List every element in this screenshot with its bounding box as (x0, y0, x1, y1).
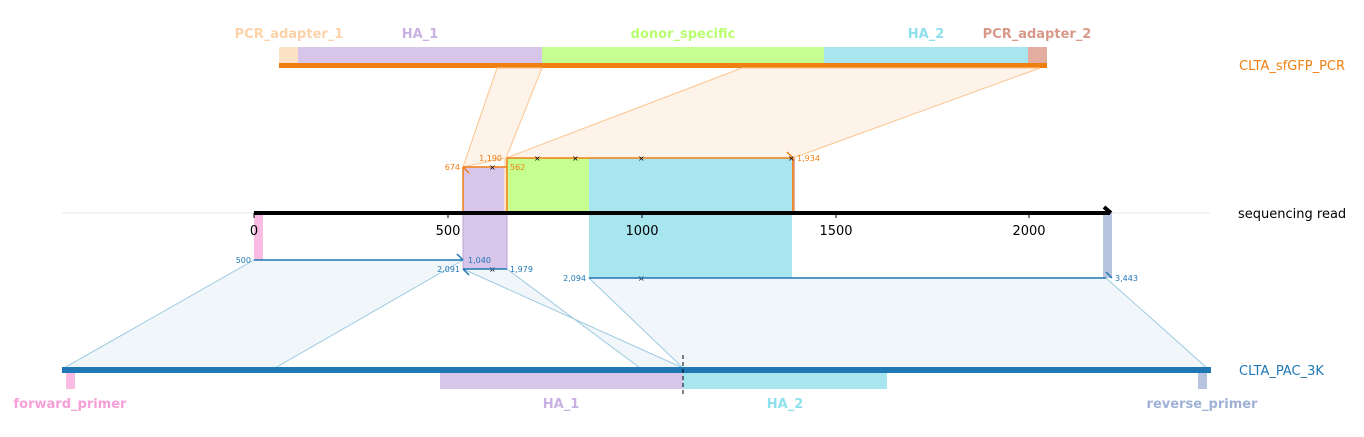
top-feature-label-ha-1: HA_1 (402, 27, 439, 42)
bottom-connectors (62, 259, 1209, 369)
top-feature-pcr-adapter-2 (1028, 47, 1047, 63)
top-feature-ha-2 (824, 47, 1028, 63)
overlay-ha-1 (463, 167, 507, 269)
top-feature-label-donor-specific: donor_specific (631, 27, 736, 42)
read-tick-label: 1500 (819, 224, 852, 239)
top-connectors (462, 67, 1041, 168)
top-feature-label-pcr-adapter-1: PCR_adapter_1 (235, 27, 344, 42)
bottom-feature-label-reverse-primer: reverse_primer (1147, 397, 1259, 412)
bottom-feature-reverse-primer (1198, 373, 1207, 389)
top-alignment-lines (462, 151, 794, 213)
sequencing-read (253, 205, 1113, 218)
overlay-forward-primer (254, 213, 263, 260)
overlay-donor-specific (507, 158, 589, 213)
top-alignment-coordinate: 562 (510, 163, 525, 172)
top-reference-name: CLTA_sfGFP_PCR (1239, 59, 1345, 74)
mismatch-mark: × (572, 154, 579, 163)
top-feature-ha-1 (298, 47, 542, 63)
bottom-reference (62, 355, 1211, 394)
mismatch-mark: × (788, 154, 795, 163)
bottom-alignment-coordinate: 1,040 (468, 256, 491, 265)
top-alignment-coordinate: 1,190 (479, 154, 502, 163)
bottom-feature-label-forward-primer: forward_primer (14, 397, 128, 412)
bottom-alignment-coordinate: 1,979 (510, 265, 533, 274)
bottom-reference-name: CLTA_PAC_3K (1239, 364, 1324, 379)
read-overlays (254, 158, 1112, 278)
bottom-alignment-coordinate: 2,091 (437, 265, 460, 274)
bottom-feature-ha-2 (683, 373, 887, 389)
mismatch-mark: × (489, 163, 496, 172)
read-tick-label: 2000 (1012, 224, 1045, 239)
read-tick-label: 500 (436, 224, 461, 239)
bottom-alignment-coordinate: 2,094 (563, 274, 586, 283)
bottom-alignment-coordinate: 500 (236, 256, 251, 265)
top-alignment-coordinate: 674 (445, 163, 460, 172)
bottom-reference-bar (62, 367, 1211, 373)
overlay-reverse-primer (1103, 213, 1112, 278)
bottom-feature-label-ha-1: HA_1 (543, 397, 580, 412)
bottom-feature-forward-primer (66, 373, 75, 389)
bottom-alignment-coordinate: 3,443 (1115, 274, 1138, 283)
mismatch-mark: × (534, 154, 541, 163)
top-feature-label-pcr-adapter-2: PCR_adapter_2 (983, 27, 1092, 42)
read-name: sequencing read (1238, 207, 1346, 222)
overlay-ha-2 (589, 158, 792, 278)
top-feature-label-ha-2: HA_2 (908, 27, 945, 42)
top-reference-bar (279, 63, 1047, 68)
bottom-feature-label-ha-2: HA_2 (767, 397, 804, 412)
read-tick-label: 1000 (625, 224, 658, 239)
mismatch-mark: × (638, 154, 645, 163)
top-feature-pcr-adapter-1 (279, 47, 298, 63)
read-tick-label: 0 (250, 224, 258, 239)
bottom-feature-ha-1 (440, 373, 683, 389)
top-reference (279, 47, 1047, 68)
top-feature-donor-specific (542, 47, 824, 63)
top-alignment-coordinate: 1,934 (797, 154, 820, 163)
bottom-alignment-lines (254, 253, 1113, 279)
